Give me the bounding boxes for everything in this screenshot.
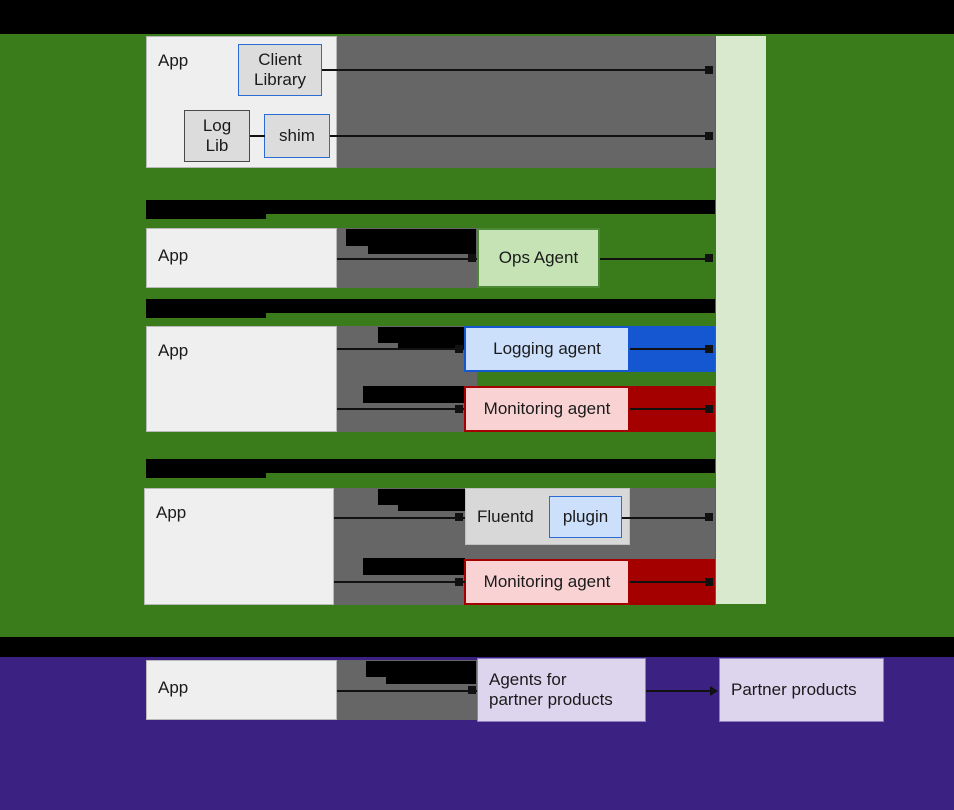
plugin-box[interactable]: plugin bbox=[549, 496, 622, 538]
row2-redacted-caption-right bbox=[266, 200, 715, 214]
row3-monitoring-to-boundary-endpoint bbox=[705, 405, 713, 413]
client-library-label-line2: Library bbox=[254, 70, 306, 89]
row3-app-to-logging-connector bbox=[337, 348, 464, 350]
agents-for-partner-products-box[interactable]: Agents for partner products bbox=[477, 658, 646, 722]
log-lib-box[interactable]: Log Lib bbox=[184, 110, 250, 162]
row3-redacted-pipe-label-2 bbox=[363, 386, 476, 403]
row3-redacted-pipe-label-1b bbox=[398, 343, 476, 349]
row2-redacted-caption-left bbox=[146, 200, 266, 219]
row4-monitoring-to-boundary-endpoint bbox=[705, 578, 713, 586]
monitoring-agent-2-label: Monitoring agent bbox=[483, 572, 611, 592]
shim-label: shim bbox=[279, 126, 315, 146]
log-lib-label-line2: Lib bbox=[205, 136, 229, 155]
row4-plugin-to-boundary-connector bbox=[622, 517, 710, 519]
logging-agent-box[interactable]: Logging agent bbox=[464, 326, 630, 372]
row3-redacted-pipe-label-1 bbox=[378, 327, 476, 343]
fluentd-label: Fluentd bbox=[477, 506, 534, 526]
row3-app-to-monitoring-endpoint bbox=[455, 405, 463, 413]
monitoring-agent-label: Monitoring agent bbox=[483, 399, 611, 419]
agents-for-partner-products-label-line1: Agents for bbox=[489, 670, 567, 690]
client-library-connector bbox=[322, 69, 710, 71]
row3-app-to-logging-endpoint bbox=[455, 345, 463, 353]
row3-app-box: App bbox=[146, 326, 337, 432]
row4-monitoring-to-boundary-connector bbox=[630, 581, 710, 583]
row3-redacted-caption-left bbox=[146, 299, 266, 318]
row4-redacted-pipe-label-2 bbox=[363, 558, 465, 575]
plugin-label: plugin bbox=[562, 507, 609, 527]
row3-logging-to-boundary-connector bbox=[630, 348, 710, 350]
row4-app-to-monitoring-endpoint bbox=[455, 578, 463, 586]
zone-divider-black-band bbox=[0, 637, 954, 657]
row4-app-to-fluentd-connector bbox=[334, 517, 465, 519]
row3-app-label: App bbox=[158, 341, 189, 360]
row4-plugin-to-boundary-endpoint bbox=[705, 513, 713, 521]
row3-redacted-caption-right bbox=[266, 299, 715, 313]
row2-ops-to-boundary-endpoint bbox=[705, 254, 713, 262]
row5-agents-to-partner-connector bbox=[646, 690, 712, 692]
row2-redacted-pipe-label bbox=[346, 229, 476, 246]
partner-products-box[interactable]: Partner products bbox=[719, 658, 884, 722]
row2-redacted-pipe-label-2 bbox=[368, 246, 476, 254]
row4-app-to-fluentd-endpoint bbox=[455, 513, 463, 521]
row2-app-label: App bbox=[158, 246, 189, 265]
monitoring-agent-box[interactable]: Monitoring agent bbox=[464, 386, 630, 432]
shim-connector bbox=[330, 135, 710, 137]
row5-app-to-agents-endpoint bbox=[468, 686, 476, 694]
loglib-shim-connector bbox=[250, 135, 265, 137]
row5-redacted-pipe-label-2 bbox=[386, 677, 476, 684]
row4-app-label: App bbox=[156, 503, 187, 522]
row3-monitoring-to-boundary-connector bbox=[630, 408, 710, 410]
monitoring-agent-2-box[interactable]: Monitoring agent bbox=[464, 559, 630, 605]
client-library-connector-endpoint bbox=[705, 66, 713, 74]
row5-app-label: App bbox=[158, 678, 189, 697]
ops-agent-label: Ops Agent bbox=[498, 248, 579, 268]
client-library-label-line1: Client bbox=[258, 50, 302, 70]
row4-redacted-pipe-label-1b bbox=[398, 505, 465, 511]
shim-box[interactable]: shim bbox=[264, 114, 330, 158]
row5-redacted-pipe-label-1 bbox=[366, 661, 476, 677]
client-library-box[interactable]: Client Library bbox=[238, 44, 322, 96]
row5-app-box: App bbox=[146, 660, 337, 720]
zone-boundary-bar bbox=[716, 36, 766, 604]
top-black-band bbox=[0, 0, 954, 34]
logging-agent-label: Logging agent bbox=[493, 339, 601, 359]
row1-app-label: App bbox=[158, 51, 189, 70]
row5-app-to-agents-connector bbox=[337, 690, 477, 692]
ops-agent-box[interactable]: Ops Agent bbox=[477, 228, 600, 288]
row2-ops-to-boundary-connector bbox=[600, 258, 710, 260]
agents-for-partner-products-label-line2: partner products bbox=[489, 690, 613, 709]
row4-redacted-caption-left bbox=[146, 459, 266, 478]
partner-products-label: Partner products bbox=[731, 680, 857, 700]
row4-redacted-pipe-label-1 bbox=[378, 489, 465, 505]
shim-connector-endpoint bbox=[705, 132, 713, 140]
log-lib-label-line1: Log bbox=[202, 116, 232, 136]
row2-app-to-ops-connector bbox=[337, 258, 477, 260]
row3-app-to-monitoring-connector bbox=[337, 408, 464, 410]
row1-pipe-block bbox=[337, 36, 715, 168]
row4-redacted-caption-right bbox=[266, 459, 715, 473]
row2-app-to-ops-endpoint bbox=[468, 254, 476, 262]
row3-logging-to-boundary-endpoint bbox=[705, 345, 713, 353]
row5-agents-to-partner-arrowhead bbox=[710, 686, 718, 696]
row2-app-box: App bbox=[146, 228, 337, 288]
row4-app-to-monitoring-connector bbox=[334, 581, 465, 583]
row4-app-box: App bbox=[144, 488, 334, 605]
